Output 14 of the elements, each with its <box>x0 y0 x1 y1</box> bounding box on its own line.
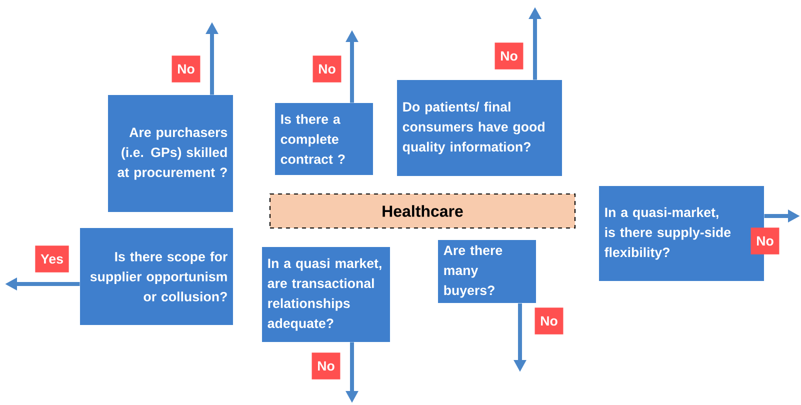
edge-label: Yes <box>35 246 69 272</box>
question-box: Are there many buyers? <box>438 240 536 304</box>
edge-label: No <box>172 56 200 82</box>
question-box: Do patients/ final consumers have good quality information? <box>397 80 562 176</box>
question-box: In a quasi market, are transactional relationships adequate? <box>262 247 390 342</box>
question-box: Is there scope for supplier opportunism or collusion? <box>80 228 233 325</box>
edge-label: No <box>750 228 780 254</box>
question-box: Is there a complete contract ? <box>275 103 373 175</box>
question-box: Are purchasers (i.e. GPs) skilled at procurement ? <box>108 95 233 212</box>
heading-box: Healthcare <box>269 193 576 229</box>
edge-label: No <box>312 56 342 82</box>
edge-label: No <box>494 42 524 70</box>
edge-label: No <box>312 352 340 380</box>
edge-label: No <box>534 308 564 334</box>
